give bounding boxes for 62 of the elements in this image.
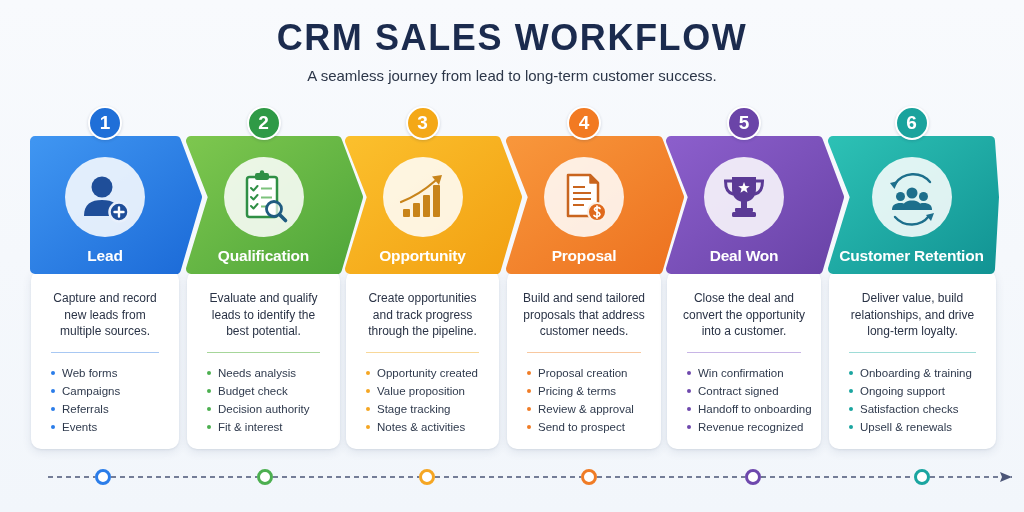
bullet-item: Win confirmation — [687, 364, 784, 382]
bullet-item: Ongoing support — [849, 382, 946, 400]
bullet-item: Campaigns — [51, 382, 121, 400]
timeline-marker — [95, 469, 111, 485]
stage-card — [829, 270, 996, 449]
bullet-item: Contract signed — [687, 382, 779, 400]
bullet-item: Budget check — [207, 382, 288, 400]
timeline-line — [272, 476, 420, 478]
stage-description: Close the deal and convert the opportunity into a customer. — [681, 290, 807, 340]
step-number-badge: 1 — [88, 106, 122, 140]
timeline-line — [434, 476, 582, 478]
stage-description: Evaluate and qualify leads to identify the best potential. — [208, 290, 319, 340]
timeline-marker — [419, 469, 435, 485]
bullet-item: Notes & activities — [366, 418, 466, 436]
stage-description: Create opportunities and track progress through the pipeline. — [367, 290, 478, 340]
bullet-item: Send to prospect — [527, 418, 625, 436]
title: CRM SALES WORKFLOW — [276, 17, 748, 59]
step-number-badge: 6 — [894, 106, 929, 140]
bullet-item: Pricing & terms — [527, 382, 616, 400]
timeline-marker — [581, 469, 597, 485]
step-number-badge: 4 — [567, 106, 601, 140]
stage-title: Proposal — [551, 246, 617, 265]
bullet-item: Handoff to onboarding — [687, 400, 812, 418]
subtitle: A seamless journey from lead to long-term customer success. — [307, 67, 717, 85]
bullet-item: Onboarding & training — [849, 364, 972, 382]
step-number-badge: 2 — [246, 106, 281, 140]
bullet-item: Fit & interest — [207, 418, 283, 436]
timeline-line — [596, 476, 746, 478]
stage-title: Qualification — [217, 246, 310, 265]
stage-header — [345, 136, 522, 274]
stage-header — [30, 136, 202, 274]
timeline-marker — [914, 469, 930, 485]
stage-description: Build and send tailored proposals that address customer needs. — [521, 290, 647, 340]
bullet-item: Revenue recognized — [687, 418, 804, 436]
timeline-line — [110, 476, 258, 478]
timeline-arrow — [929, 472, 1013, 482]
stage-title: Opportunity — [379, 246, 466, 265]
timeline-line — [47, 476, 96, 478]
bullet-item: Stage tracking — [366, 400, 451, 418]
stage-title: Deal Won — [709, 246, 779, 265]
bullet-item: Upsell & renewals — [849, 418, 953, 436]
stage-description: Capture and record new leads from multiple sources. — [52, 290, 158, 340]
stage-title: Customer Retention — [839, 246, 984, 265]
stage-header — [186, 136, 363, 274]
stage-header — [506, 136, 684, 274]
bullet-item: Events — [51, 418, 98, 436]
stage-title: Lead — [87, 246, 123, 265]
timeline-marker — [745, 469, 761, 485]
bullet-item: Review & approval — [527, 400, 634, 418]
bullet-item: Referrals — [51, 400, 109, 418]
bullet-item: Needs analysis — [207, 364, 296, 382]
bullet-item: Web forms — [51, 364, 118, 382]
step-number-badge: 5 — [727, 106, 761, 140]
stage-description: Deliver value, build relationships, and drive long-term loyalty. — [849, 290, 976, 340]
bullet-item: Proposal creation — [527, 364, 628, 382]
bullet-item: Decision authority — [207, 400, 310, 418]
step-number-badge: 3 — [405, 106, 440, 140]
bullet-item: Satisfaction checks — [849, 400, 959, 418]
stage-header — [828, 136, 999, 274]
timeline-marker — [257, 469, 273, 485]
bullet-item: Value proposition — [366, 382, 465, 400]
bullet-item: Opportunity created — [366, 364, 478, 382]
